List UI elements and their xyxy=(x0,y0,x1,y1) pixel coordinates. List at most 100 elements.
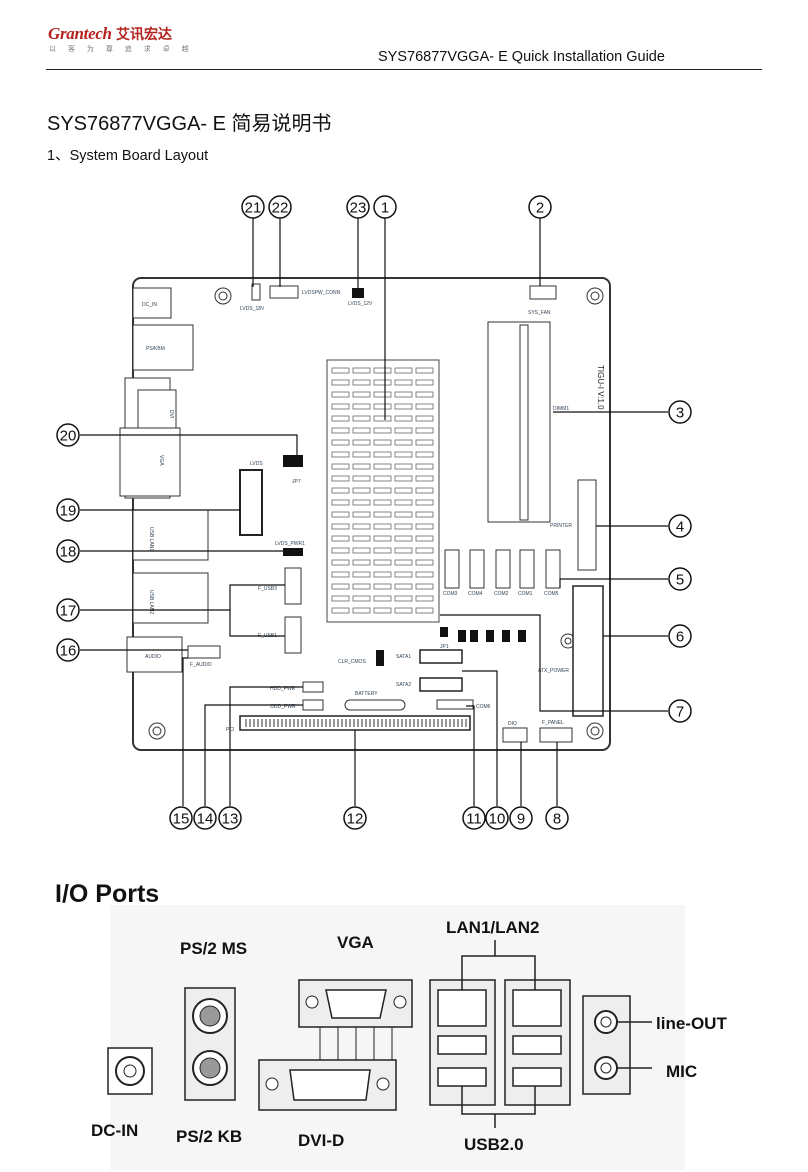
callout-14: 14 xyxy=(193,806,217,830)
heatsink-fin xyxy=(415,475,434,482)
label-lvds-pwr1: LVDS_PWR1 xyxy=(275,541,305,547)
label-sata2: SATA2 xyxy=(396,682,411,688)
callout-number: 2 xyxy=(536,200,544,217)
heatsink-fin xyxy=(331,427,350,434)
heatsink-fin xyxy=(352,583,371,590)
jumpers xyxy=(440,627,526,642)
callout-number: 5 xyxy=(676,572,684,589)
label-com3: COM3 xyxy=(443,591,458,597)
label-com2: COM2 xyxy=(494,591,509,597)
dc-jack-icon xyxy=(115,1056,145,1086)
label-audio: AUDIO xyxy=(145,654,161,660)
heatsink-fin xyxy=(415,583,434,590)
heatsink-fin xyxy=(373,499,392,506)
heatsink-fin xyxy=(394,583,413,590)
heatsink-fin xyxy=(394,415,413,422)
callout-leader-lines xyxy=(80,218,668,806)
heatsink-fin xyxy=(394,607,413,614)
heatsink-fin xyxy=(331,571,350,578)
callout-22: 22 xyxy=(268,195,292,219)
heatsink-fin xyxy=(352,391,371,398)
heatsink-fin xyxy=(352,487,371,494)
heatsink-fin xyxy=(373,427,392,434)
heatsink-fin xyxy=(331,595,350,602)
heatsink-fin xyxy=(373,403,392,410)
io-label-ps2-ms: PS/2 MS xyxy=(180,939,247,958)
heatsink-fin xyxy=(331,583,350,590)
heatsink-fin xyxy=(331,487,350,494)
heatsink-fin xyxy=(352,367,371,374)
heatsink-fin xyxy=(415,463,434,470)
heatsink-fin xyxy=(394,367,413,374)
heatsink-fin xyxy=(352,463,371,470)
callout-number: 23 xyxy=(350,200,367,217)
heatsink-fin xyxy=(415,547,434,554)
callout-13: 13 xyxy=(218,806,242,830)
heatsink-fin xyxy=(415,415,434,422)
heatsink-fin xyxy=(415,511,434,518)
heatsink-fin xyxy=(352,451,371,458)
heatsink-fin xyxy=(331,367,350,374)
label-com1: COM1 xyxy=(518,591,533,597)
label-usb-lan1: USB LAN1 xyxy=(148,527,154,551)
heatsink-fin xyxy=(394,427,413,434)
callout-number: 18 xyxy=(60,544,77,561)
heatsink-fin xyxy=(352,439,371,446)
heatsink-fin xyxy=(394,451,413,458)
heatsink-fin xyxy=(331,523,350,530)
heatsink-fin xyxy=(373,391,392,398)
section-heading-layout: 1、System Board Layout xyxy=(47,148,209,164)
heatsink-fin xyxy=(394,391,413,398)
heatsink-fin xyxy=(352,607,371,614)
callout-9: 9 xyxy=(509,806,533,830)
heatsink-fin xyxy=(415,523,434,530)
callout-number: 16 xyxy=(60,643,77,660)
io-label-line-out: line-OUT xyxy=(656,1014,727,1033)
heatsink-fin xyxy=(394,463,413,470)
callout-number: 21 xyxy=(245,200,262,217)
label-lvds: LVDS xyxy=(250,461,263,467)
heatsink-fin xyxy=(331,535,350,542)
callout-23: 23 xyxy=(346,195,370,219)
callout-19: 19 xyxy=(56,498,80,522)
heatsink-fin xyxy=(394,523,413,530)
header-title: SYS76877VGGA- E Quick Installation Guide xyxy=(378,49,665,65)
callout-4: 4 xyxy=(668,514,692,538)
board-layout-diagram: DC_IN PS/KBM DVI VGA USB LAN1 USB LAN2 A… xyxy=(56,195,692,830)
callout-number: 20 xyxy=(60,428,77,445)
label-vga-board: VGA xyxy=(158,455,164,466)
heatsink-fin xyxy=(331,475,350,482)
label-f-panel: F_PANEL xyxy=(542,720,564,726)
heatsink-fin xyxy=(331,499,350,506)
heatsink-fin xyxy=(373,463,392,470)
heatsink-fin xyxy=(331,511,350,518)
heatsink-fin xyxy=(331,439,350,446)
heatsink-fin xyxy=(352,475,371,482)
callout-number: 6 xyxy=(676,629,684,646)
heatsink-fin xyxy=(394,403,413,410)
mic-jack-icon xyxy=(594,1056,618,1080)
heatsink-fin xyxy=(373,439,392,446)
heatsink-fin xyxy=(352,523,371,530)
callout-number: 7 xyxy=(676,704,684,721)
label-dvi: DVI xyxy=(168,410,174,418)
label-board-rev: TIGU-I V:1.0 xyxy=(596,365,605,410)
heatsink-fin xyxy=(373,379,392,386)
callout-12: 12 xyxy=(343,806,367,830)
io-ports-diagram: PS/2 MS VGA LAN1/LAN2 line-OUT MIC DC-IN… xyxy=(91,905,727,1170)
label-jp1: JP1 xyxy=(440,644,449,650)
io-label-usb: USB2.0 xyxy=(464,1135,524,1154)
heatsink-fin xyxy=(331,415,350,422)
callout-17: 17 xyxy=(56,598,80,622)
heatsink-fin xyxy=(352,559,371,566)
heatsink-fin xyxy=(373,523,392,530)
callout-number: 1 xyxy=(381,200,389,217)
label-dio: DIO xyxy=(508,721,517,727)
callout-15: 15 xyxy=(169,806,193,830)
label-com5: COM5 xyxy=(544,591,559,597)
heatsink-fin xyxy=(373,487,392,494)
heatsink-fin xyxy=(415,571,434,578)
logo-slogan: 以 客 为 尊 追 求 卓 越 xyxy=(49,46,194,53)
heatsink-fin xyxy=(352,535,371,542)
heatsink-fin xyxy=(394,439,413,446)
